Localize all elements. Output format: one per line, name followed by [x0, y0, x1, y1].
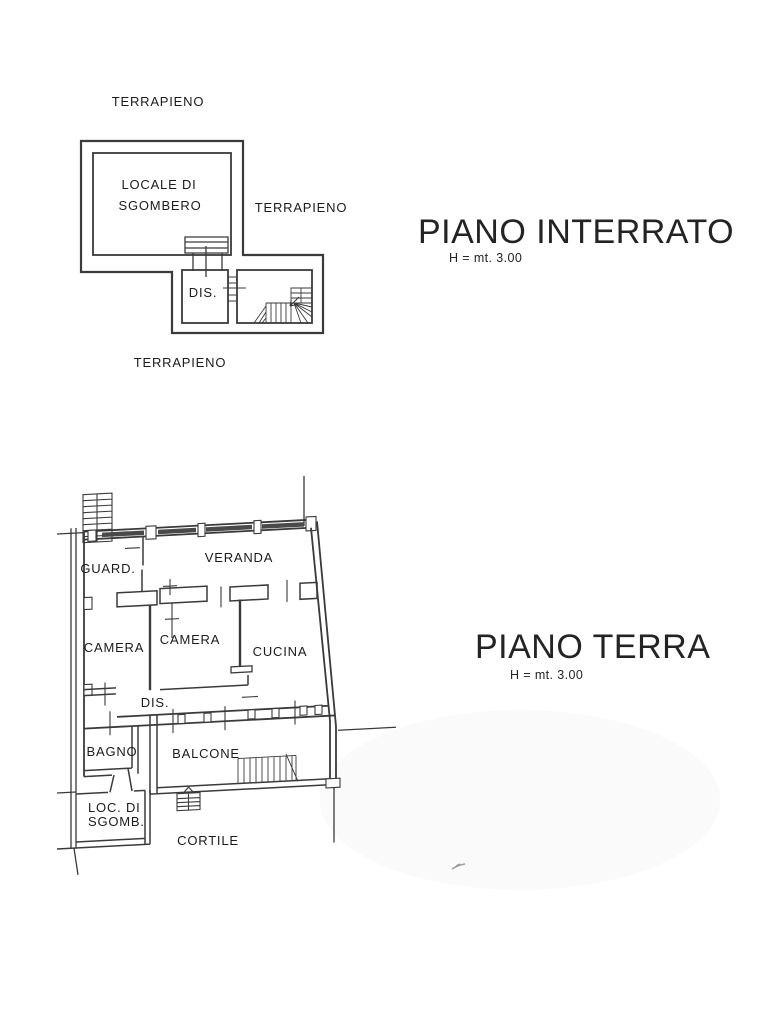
room-bagno-label: BAGNO — [87, 744, 138, 759]
stairs-steps — [265, 302, 294, 323]
room-locale-sgombero-label-line1: LOCALE DI — [121, 177, 196, 192]
room-balcone-label: BALCONE — [172, 746, 240, 761]
room-loc-sgombero-label-line2: SGOMB. — [88, 814, 145, 829]
plan-terra-height-note: H = mt. 3.00 — [510, 668, 583, 682]
bottom-wall-door-ticks — [172, 700, 296, 733]
balcone-stairs — [237, 753, 299, 784]
room-cucina-label: CUCINA — [253, 644, 308, 659]
floor-plan-interrato: TERRAPIENO TERRAPIENO TERRAPIENO LOCALE … — [79, 94, 734, 370]
top-wall-windows — [102, 522, 304, 538]
bagno-walls — [84, 725, 139, 793]
stairs-landing — [290, 287, 313, 304]
plan-interrato-height-note: H = mt. 3.00 — [449, 251, 522, 265]
site-boundary-lines — [57, 476, 396, 843]
terrapieno-bottom-label: TERRAPIENO — [134, 355, 227, 370]
plan-interrato-title: PIANO INTERRATO — [418, 213, 734, 251]
cortile-label: CORTILE — [177, 833, 239, 848]
scan-smudge — [451, 863, 466, 870]
room-loc-sgombero-label-line1: LOC. DI — [88, 800, 141, 815]
dis-walls — [84, 674, 249, 697]
room-locale-sgombero-label-line2: SGOMBERO — [119, 198, 202, 213]
outer-wall — [79, 139, 325, 335]
bottom-wall-jambs — [177, 704, 323, 725]
plan-terra-title: PIANO TERRA — [475, 628, 710, 666]
room-dis-label: DIS. — [189, 285, 217, 300]
terrapieno-top-label: TERRAPIENO — [112, 94, 205, 109]
right-wall — [310, 521, 337, 782]
external-stair-hatch-topleft — [82, 492, 113, 544]
loc-sgombero-walls — [57, 789, 151, 850]
room-guard-label: GUARD. — [80, 561, 135, 576]
door-locale-dis — [192, 246, 223, 277]
room-locale-sgombero-wall — [92, 152, 232, 256]
top-wall-mullions — [87, 515, 317, 542]
balcone-corner-block — [325, 777, 341, 789]
room-dis-label: DIS. — [141, 695, 169, 710]
stairs-winders — [253, 302, 313, 324]
plan-terra-labels: GUARD. VERANDA CAMERA CAMERA CUCINA DIS.… — [80, 550, 308, 848]
guard-divider-wall — [141, 536, 144, 592]
door-dis-stairs — [223, 276, 246, 302]
interior-sill-blocks — [116, 581, 318, 608]
room-veranda-label: VERANDA — [205, 550, 273, 565]
room-camera-left-label: CAMERA — [84, 640, 144, 655]
room-camera-center-label: CAMERA — [160, 632, 220, 647]
floor-plan-terra: GUARD. VERANDA CAMERA CAMERA CUCINA DIS.… — [57, 476, 710, 876]
cortile-stair-hatch — [176, 786, 201, 812]
balcone-walls — [149, 714, 336, 795]
stairs-direction-arrow — [289, 296, 300, 307]
scan-wash — [320, 710, 720, 890]
terrapieno-right-label: TERRAPIENO — [255, 200, 348, 215]
plan-terra-geometry — [57, 476, 396, 876]
site-boundary-left — [70, 527, 79, 876]
cucina-divider-foot — [230, 665, 253, 674]
